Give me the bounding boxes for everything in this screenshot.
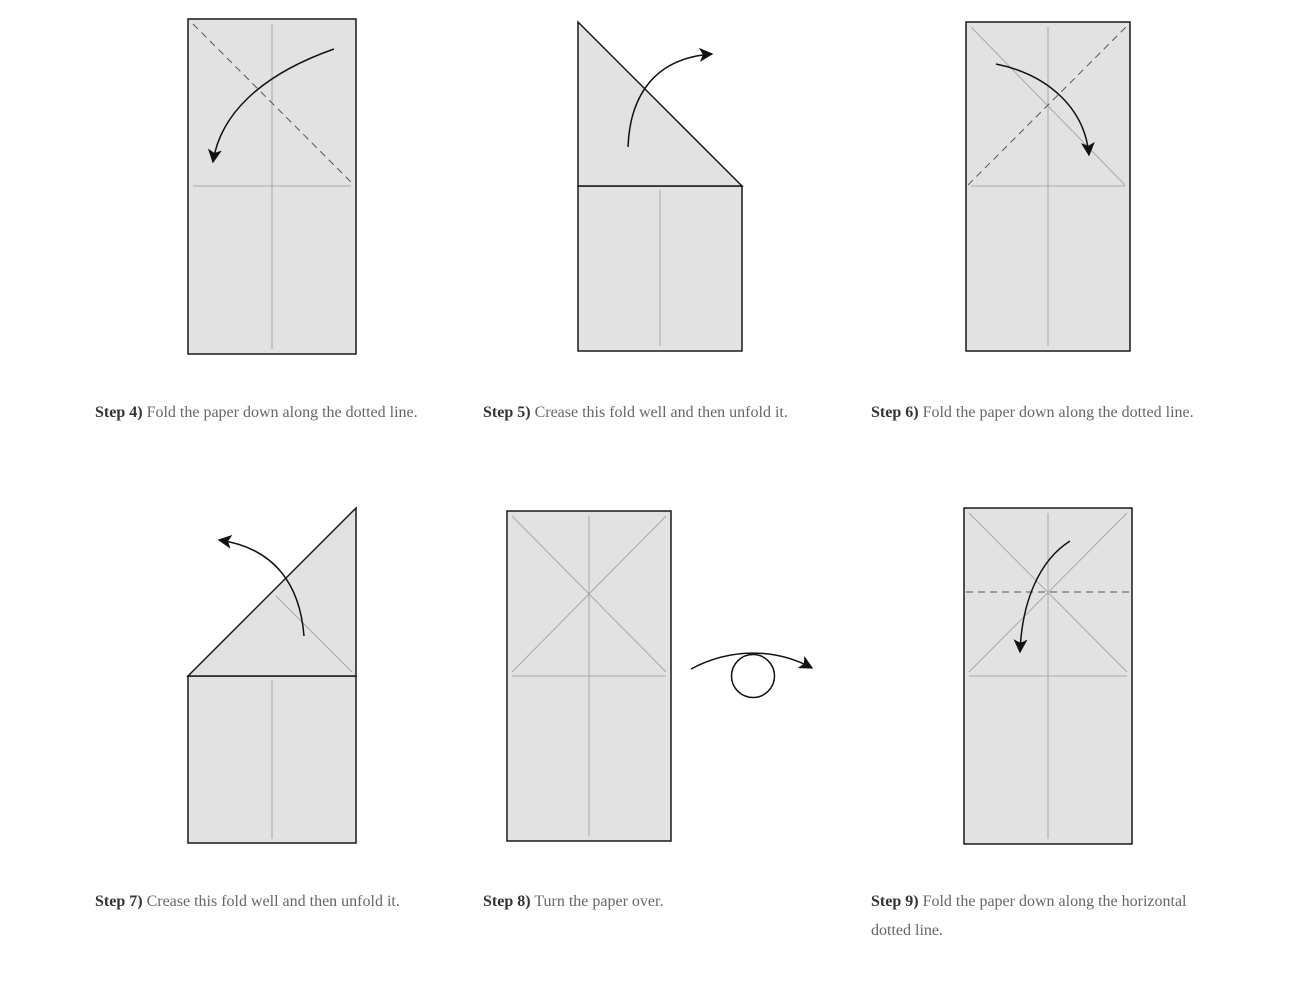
turn-over-arrow bbox=[690, 652, 814, 670]
dotted-fold-line bbox=[967, 23, 1130, 186]
step-text: Turn the paper over. bbox=[534, 893, 664, 910]
step-6-caption: Step 6) Fold the paper down along the do… bbox=[871, 398, 1241, 427]
step-label: Step 7) bbox=[95, 893, 143, 910]
diagonal-crease bbox=[275, 595, 353, 673]
step-8-diagram bbox=[506, 510, 814, 842]
unfold-arrow bbox=[627, 47, 714, 148]
step-text: Crease this fold well and then unfold it… bbox=[146, 893, 400, 910]
step-7-caption: Step 7) Crease this fold well and then u… bbox=[95, 887, 465, 916]
fold-arrow bbox=[995, 63, 1095, 157]
step-label: Step 5) bbox=[483, 404, 531, 421]
folded-triangle-flap bbox=[577, 20, 744, 187]
step-5-diagram bbox=[577, 20, 744, 352]
step-label: Step 6) bbox=[871, 404, 919, 421]
step-5-caption: Step 5) Crease this fold well and then u… bbox=[483, 398, 853, 427]
step-text: Fold the paper down along the dotted lin… bbox=[922, 404, 1194, 421]
step-9-diagram bbox=[963, 507, 1133, 845]
step-label: Step 4) bbox=[95, 404, 143, 421]
step-7-diagram bbox=[186, 506, 357, 844]
step-label: Step 9) bbox=[871, 893, 919, 910]
step-text: Fold the paper down along the horizontal… bbox=[871, 893, 1187, 939]
diagonal-crease bbox=[970, 26, 1126, 186]
turn-over-icon bbox=[730, 653, 776, 699]
diagonal-crease bbox=[511, 515, 667, 673]
unfold-arrow bbox=[217, 534, 305, 637]
step-8-caption: Step 8) Turn the paper over. bbox=[483, 887, 853, 916]
step-4-diagram bbox=[187, 18, 357, 355]
diagonal-crease bbox=[968, 512, 1128, 673]
step-9-caption: Step 9) Fold the paper down along the ho… bbox=[871, 887, 1221, 945]
dotted-fold-line bbox=[192, 23, 355, 186]
step-text: Crease this fold well and then unfold it… bbox=[534, 404, 788, 421]
step-4-caption: Step 4) Fold the paper down along the do… bbox=[95, 398, 465, 427]
fold-arrow bbox=[207, 48, 335, 164]
step-6-diagram bbox=[965, 21, 1131, 352]
step-label: Step 8) bbox=[483, 893, 531, 910]
fold-arrow bbox=[1013, 540, 1071, 654]
step-text: Fold the paper down along the dotted lin… bbox=[146, 404, 418, 421]
